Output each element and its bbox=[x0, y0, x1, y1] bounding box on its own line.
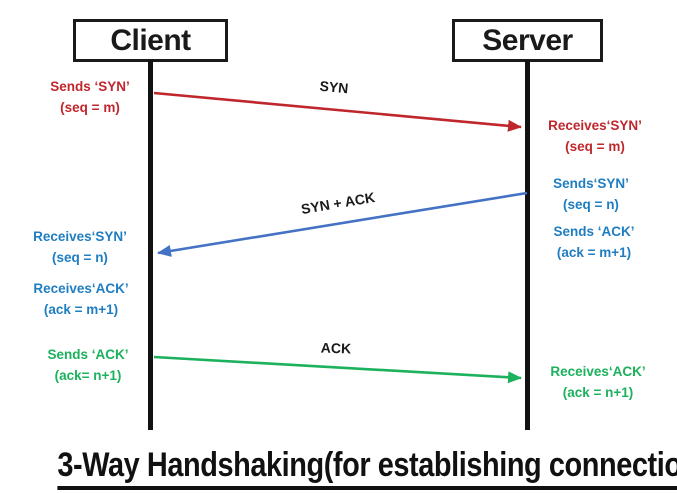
annotation-client-sends-syn: Sends ‘SYN’ (seq = m) bbox=[50, 76, 130, 118]
annotation-line: Sends‘SYN’ bbox=[553, 176, 629, 191]
annotation-line: Sends ‘ACK’ bbox=[47, 347, 129, 362]
annotation-server-sends-syn: Sends‘SYN’ (seq = n) bbox=[553, 173, 629, 215]
annotation-line: Sends ‘ACK’ bbox=[553, 224, 635, 239]
annotation-line: Receives‘ACK’ bbox=[550, 364, 646, 379]
annotation-line: (seq = m) bbox=[60, 100, 120, 115]
diagram-title: 3-Way Handshaking(for establishing conne… bbox=[57, 446, 677, 490]
annotation-line: (seq = n) bbox=[563, 197, 619, 212]
annotation-line: Receives‘ACK’ bbox=[33, 281, 129, 296]
annotation-client-sends-ack: Sends ‘ACK’ (ack= n+1) bbox=[47, 344, 128, 386]
ack-arrow-label: ACK bbox=[320, 339, 352, 357]
server-lifeline bbox=[525, 60, 530, 430]
syn-arrow bbox=[153, 91, 522, 132]
annotation-client-receives-ack: Receives‘ACK’ (ack = m+1) bbox=[33, 278, 128, 320]
client-actor-box: Client bbox=[73, 19, 228, 62]
annotation-server-sends-ack: Sends ‘ACK’ (ack = m+1) bbox=[553, 221, 634, 263]
annotation-server-receives-ack: Receives‘ACK’ (ack = n+1) bbox=[550, 361, 645, 403]
annotation-line: (ack = n+1) bbox=[562, 385, 634, 400]
syn-arrow-label: SYN bbox=[318, 77, 350, 97]
syn-ack-arrow bbox=[157, 191, 528, 257]
annotation-line: Receives‘SYN’ bbox=[33, 229, 127, 244]
server-actor-label: Server bbox=[482, 23, 573, 57]
ack-arrow bbox=[153, 355, 522, 384]
annotation-line: (seq = n) bbox=[52, 250, 108, 265]
annotation-server-receives-syn: Receives‘SYN’ (seq = m) bbox=[548, 115, 642, 157]
annotation-line: (ack = m+1) bbox=[43, 302, 119, 317]
diagram-title-bar: 3-Way Handshaking(for establishing conne… bbox=[0, 446, 677, 490]
annotation-line: Sends ‘SYN’ bbox=[50, 79, 130, 94]
annotation-client-receives-syn: Receives‘SYN’ (seq = n) bbox=[33, 226, 127, 268]
annotation-line: (ack= n+1) bbox=[54, 368, 122, 383]
annotation-line: (ack = m+1) bbox=[556, 245, 632, 260]
annotation-line: Receives‘SYN’ bbox=[548, 118, 642, 133]
client-actor-label: Client bbox=[110, 23, 191, 57]
annotation-line: (seq = m) bbox=[565, 139, 625, 154]
client-lifeline bbox=[148, 60, 153, 430]
